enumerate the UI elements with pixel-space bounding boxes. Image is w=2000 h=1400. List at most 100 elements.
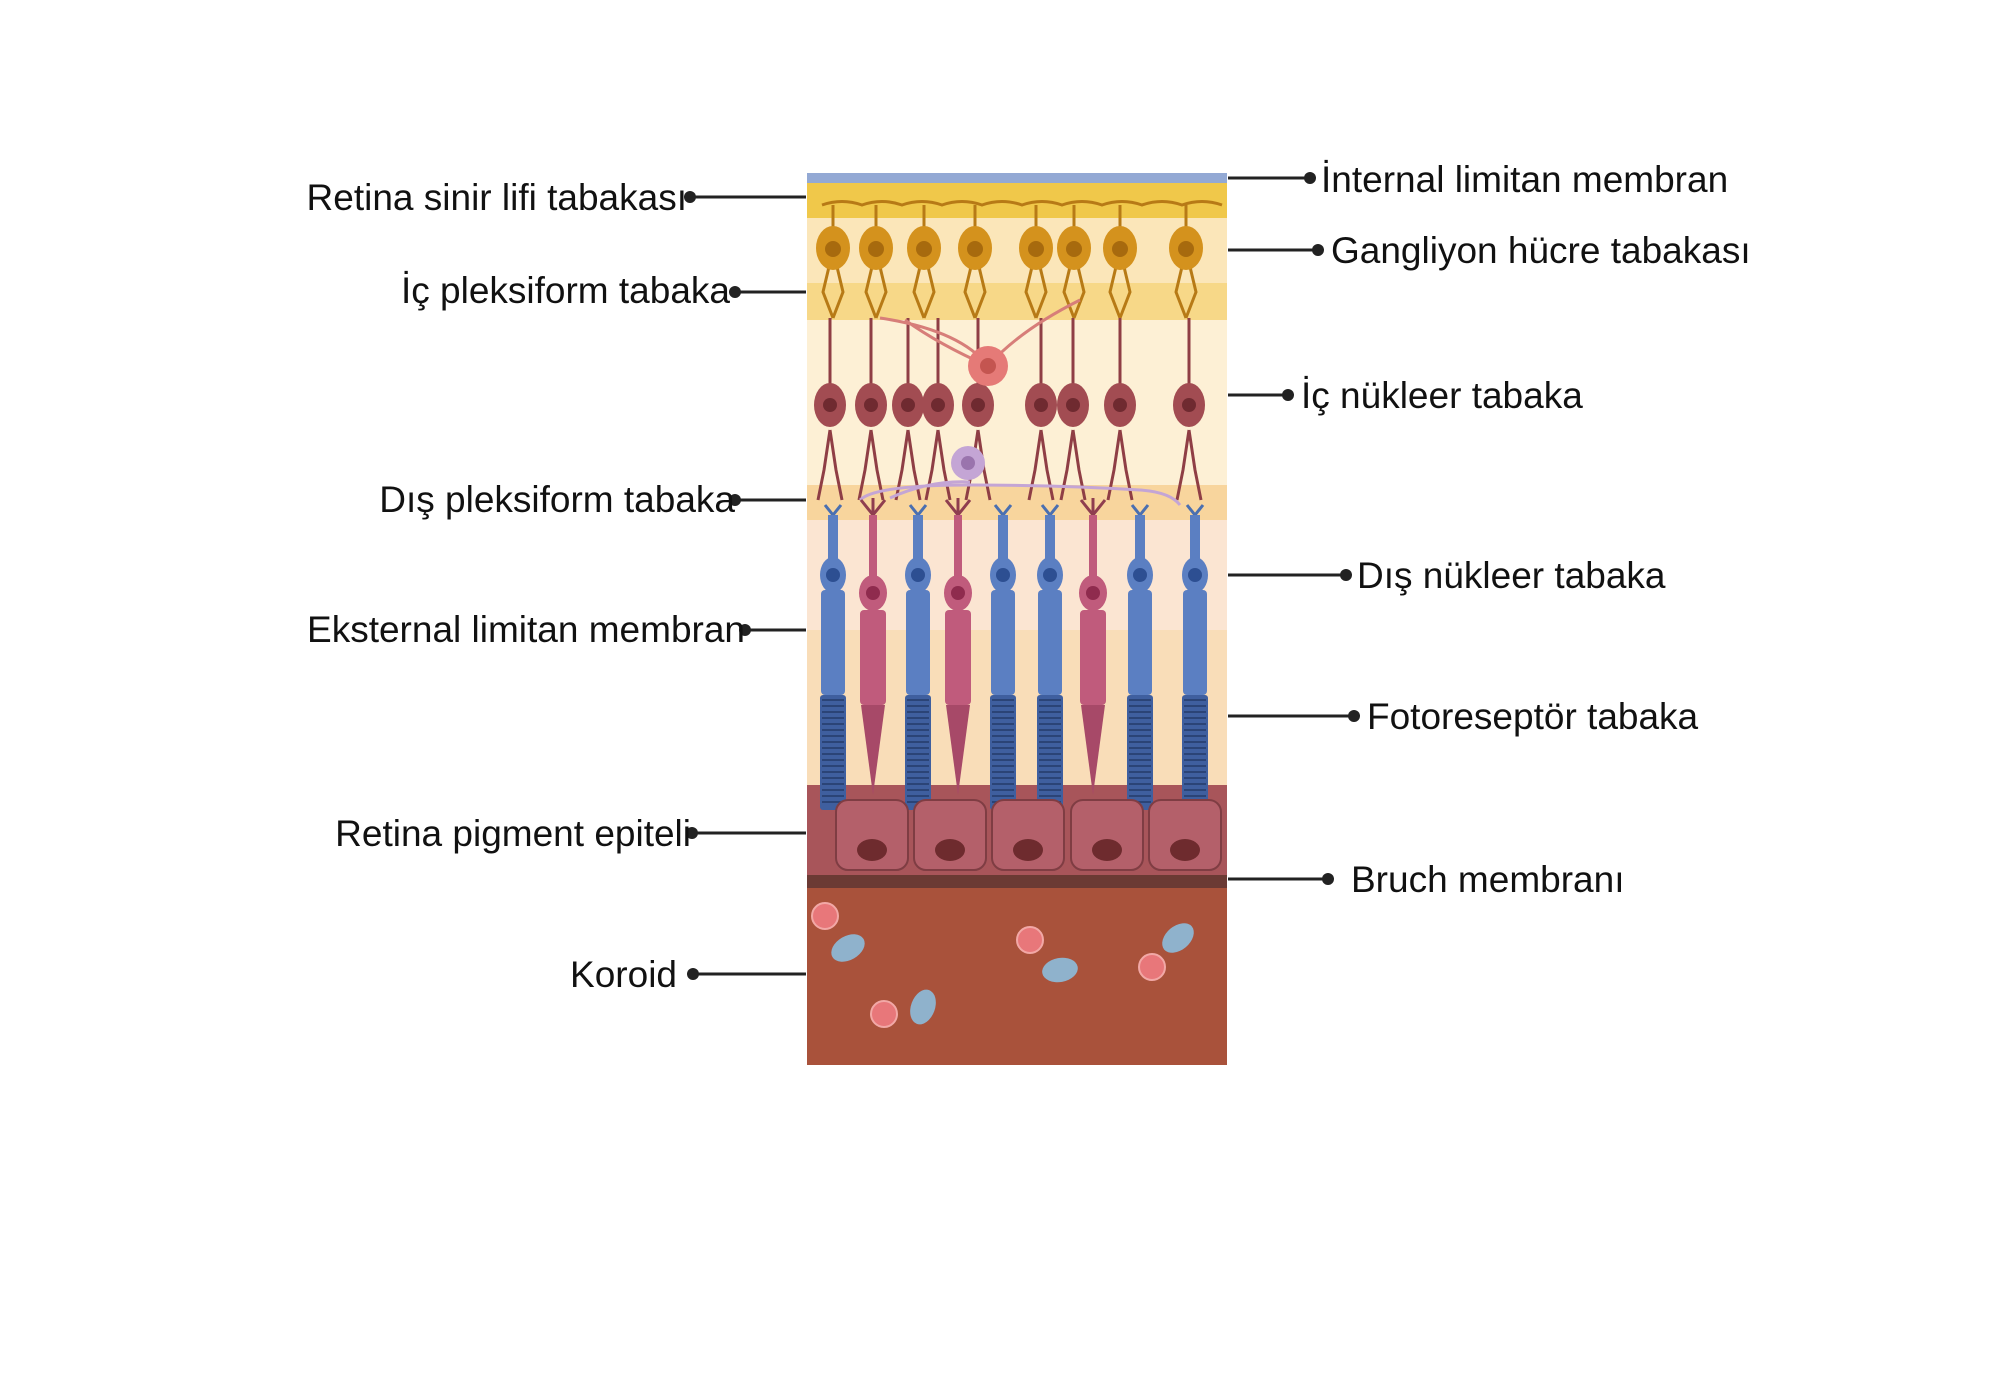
leader-choroid-dot <box>687 968 699 980</box>
red-blood-cell <box>811 902 839 930</box>
leader-external-limiting-membrane-dot <box>739 624 751 636</box>
bipolar-dendrites <box>1175 429 1203 501</box>
rod-fiber <box>1045 515 1055 560</box>
cone-outer-segment <box>861 705 885 795</box>
leader-photoreceptor-layer-dot <box>1348 710 1360 722</box>
red-blood-cell <box>870 1000 898 1028</box>
cone-inner-segment <box>860 610 886 705</box>
label-choroid: Koroid <box>570 954 677 995</box>
rpe-nucleus <box>1013 839 1043 861</box>
leader-retinal-pigment-epithelium-dot <box>686 827 698 839</box>
rpe-cell <box>991 799 1065 871</box>
cone-fiber <box>869 515 877 580</box>
label-outer-plexiform-layer: Dış pleksiform tabaka <box>379 479 735 520</box>
label-ganglion-cell-layer: Gangliyon hücre tabakası <box>1331 230 1751 271</box>
bipolar-cell-nucleus <box>823 398 837 412</box>
choroid-cell <box>910 989 936 1025</box>
rod-inner-segment <box>991 590 1015 695</box>
rod-nucleus <box>911 568 925 582</box>
rod-inner-segment <box>906 590 930 695</box>
cone-pedicle <box>1079 498 1107 516</box>
leader-inner-nuclear-layer-dot <box>1282 389 1294 401</box>
choroid-band <box>807 888 1227 1065</box>
label-nerve-fiber-layer: Retina sinir lifi tabakası <box>306 177 687 218</box>
bipolar-cell-nucleus <box>1034 398 1048 412</box>
internal-limiting-membrane-band <box>807 173 1227 183</box>
leader-lines <box>684 172 1360 980</box>
red-blood-cell <box>1016 926 1044 954</box>
choroid-cell <box>1042 957 1078 983</box>
label-external-limiting-membrane: Eksternal limitan membran <box>307 609 745 650</box>
retina-cells <box>811 200 1223 1028</box>
ganglion-cell-nucleus <box>1066 241 1082 257</box>
choroid-cell <box>831 934 865 962</box>
ganglion-cell-nucleus <box>1178 241 1194 257</box>
ganglion-cell-nucleus <box>1112 241 1128 257</box>
cone-pedicle <box>944 498 972 516</box>
leader-inner-plexiform-layer-dot <box>729 286 741 298</box>
rod-fiber <box>1135 515 1145 560</box>
rpe-cell <box>1070 799 1144 871</box>
cone-nucleus <box>1086 586 1100 600</box>
bipolar-cell-nucleus <box>931 398 945 412</box>
rpe-cell <box>913 799 987 871</box>
rpe-nucleus <box>1092 839 1122 861</box>
rpe-nucleus <box>857 839 887 861</box>
bruch-membrane-band <box>807 875 1227 888</box>
label-inner-nuclear-layer: İç nükleer tabaka <box>1301 375 1583 416</box>
red-blood-cell <box>1138 953 1166 981</box>
rod-inner-segment <box>821 590 845 695</box>
bipolar-dendrites <box>816 429 844 501</box>
rpe-nucleus <box>1170 839 1200 861</box>
bipolar-cell-nucleus <box>864 398 878 412</box>
cone-fiber <box>954 515 962 580</box>
rpe-cell <box>1148 799 1222 871</box>
rod-nucleus <box>1133 568 1147 582</box>
ganglion-cell-nucleus <box>1028 241 1044 257</box>
cone-outer-segment <box>946 705 970 795</box>
bipolar-cell-nucleus <box>1113 398 1127 412</box>
bipolar-cell-nucleus <box>1182 398 1196 412</box>
ganglion-cell-nucleus <box>967 241 983 257</box>
label-retinal-pigment-epithelium: Retina pigment epiteli <box>335 813 691 854</box>
nerve-fiber-axons <box>821 200 1223 207</box>
horizontal-cell-nucleus <box>961 456 975 470</box>
cone-outer-segment <box>1081 705 1105 795</box>
cone-nucleus <box>866 586 880 600</box>
rod-inner-segment <box>1038 590 1062 695</box>
ganglion-cell-nucleus <box>825 241 841 257</box>
leader-outer-plexiform-layer-dot <box>729 494 741 506</box>
rod-nucleus <box>826 568 840 582</box>
bipolar-dendrites <box>894 429 922 501</box>
ganglion-cell-nucleus <box>868 241 884 257</box>
leader-nerve-fiber-layer-dot <box>684 191 696 203</box>
label-bruch-membrane: Bruch membranı <box>1351 859 1625 900</box>
leader-bruch-membrane-dot <box>1322 873 1334 885</box>
cone-inner-segment <box>945 610 971 705</box>
rod-fiber <box>1190 515 1200 560</box>
cone-fiber <box>1089 515 1097 580</box>
rod-inner-segment <box>1128 590 1152 695</box>
rod-fiber <box>913 515 923 560</box>
label-photoreceptor-layer: Fotoreseptör tabaka <box>1367 696 1699 737</box>
label-internal-limiting-membrane: İnternal limitan membran <box>1321 159 1729 200</box>
amacrine-cell-nucleus <box>980 358 996 374</box>
rod-nucleus <box>1043 568 1057 582</box>
leader-ganglion-cell-layer-dot <box>1312 244 1324 256</box>
outer-plexiform-layer-band <box>807 485 1227 520</box>
rod-inner-segment <box>1183 590 1207 695</box>
leader-outer-nuclear-layer-dot <box>1340 569 1352 581</box>
cone-nucleus <box>951 586 965 600</box>
choroid-cell <box>1162 923 1194 953</box>
rod-nucleus <box>996 568 1010 582</box>
bipolar-dendrites <box>1059 429 1087 501</box>
label-outer-nuclear-layer: Dış nükleer tabaka <box>1357 555 1666 596</box>
rpe-nucleus <box>935 839 965 861</box>
bipolar-dendrites <box>924 429 952 501</box>
ganglion-cell-nucleus <box>916 241 932 257</box>
rod-fiber <box>828 515 838 560</box>
horizontal-processes <box>858 480 1182 506</box>
cone-inner-segment <box>1080 610 1106 705</box>
